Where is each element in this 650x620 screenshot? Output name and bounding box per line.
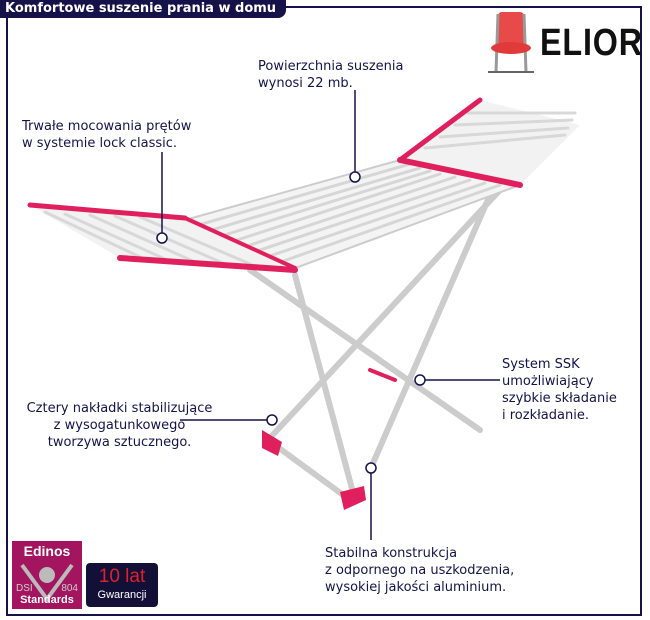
brand-logo: ELIOR (540, 22, 643, 64)
callout-dot (365, 462, 377, 474)
leg (292, 272, 358, 503)
checkmark-icon (20, 563, 74, 603)
warranty-badge: 10 lat Gwarancji (86, 563, 158, 607)
warranty-years: 10 lat (98, 566, 146, 587)
leg (265, 187, 503, 443)
callout-dot (414, 374, 426, 386)
callout-stabilizers: Cztery nakładki stabilizujące z wysogatu… (26, 401, 213, 450)
edinos-dsi: DSI (16, 583, 33, 594)
callout-dot (156, 232, 168, 244)
leg (265, 437, 353, 503)
callout-dot (266, 414, 278, 426)
chair-icon (488, 12, 534, 73)
callout-aluminium: Stabilna konstrukcja z odpornego na uszk… (325, 546, 515, 595)
callout-drying-area: Powierzchnia suszenia wynosi 22 mb. (258, 59, 404, 91)
edinos-standards: Standards (20, 594, 74, 606)
header-title: Komfortowe suszenie prania w domu (0, 0, 287, 18)
content-frame (6, 6, 642, 616)
leg (367, 192, 493, 473)
edinos-title: Edinos (23, 543, 71, 559)
foot-cap (262, 430, 282, 456)
callout-dot (349, 171, 361, 183)
edinos-804: 804 (61, 583, 78, 594)
drying-bars (193, 162, 502, 267)
leg (247, 267, 483, 433)
callout-lock-classic: Trwałe mocowania prętów w systemie lock … (22, 119, 192, 151)
warranty-label: Gwarancji (97, 589, 147, 601)
edinos-badge: Edinos DSI 804 Standards (12, 541, 82, 609)
foot-cap (340, 486, 366, 510)
callout-ssk-system: System SSK umożliwiający szybkie składan… (502, 357, 617, 423)
